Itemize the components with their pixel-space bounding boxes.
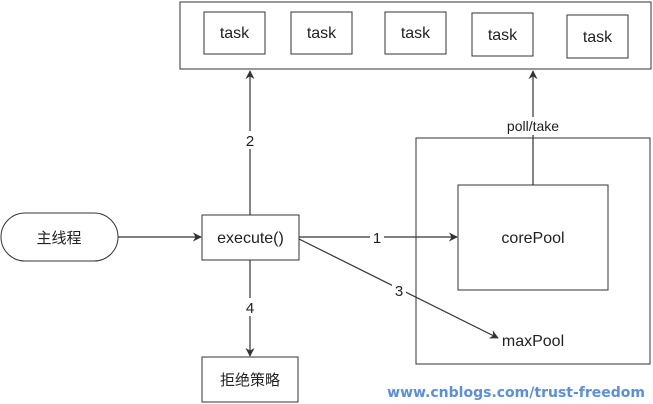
main-thread-node: 主线程 [0, 212, 119, 262]
edge-label-2: 2 [246, 133, 254, 150]
task-box: task [566, 14, 629, 59]
task-queue: task task task task task [179, 1, 652, 70]
edge-label-1: 1 [373, 230, 381, 247]
reject-policy-node: 拒绝策略 [201, 356, 299, 403]
poll-take-label: poll/take [507, 118, 559, 134]
main-thread-label: 主线程 [36, 230, 81, 247]
edge-execute-to-queue: 2 [243, 70, 257, 215]
max-pool-label: maxPool [502, 333, 564, 350]
execute-label: execute() [217, 230, 284, 247]
task-label: task [307, 25, 337, 42]
task-label: task [488, 27, 518, 44]
edge-label-4: 4 [246, 300, 254, 317]
core-pool-node: corePool [457, 184, 609, 291]
reject-policy-label: 拒绝策略 [220, 372, 280, 389]
execute-node: execute() [201, 214, 300, 261]
task-label: task [583, 29, 613, 46]
task-box: task [203, 11, 266, 55]
edge-execute-to-core: 1 [299, 228, 458, 247]
task-box: task [471, 12, 534, 57]
edge-core-to-queue: poll/take [498, 70, 568, 185]
task-box: task [384, 11, 447, 55]
edge-execute-to-reject: 4 [243, 260, 257, 357]
task-label: task [220, 25, 250, 42]
watermark-text: www.cnblogs.com/trust-freedom [387, 385, 645, 401]
edge-label-3: 3 [395, 283, 403, 300]
edge-execute-to-max: 3 [298, 238, 499, 339]
task-box: task [290, 11, 353, 55]
core-pool-label: corePool [501, 230, 564, 247]
task-label: task [401, 25, 431, 42]
